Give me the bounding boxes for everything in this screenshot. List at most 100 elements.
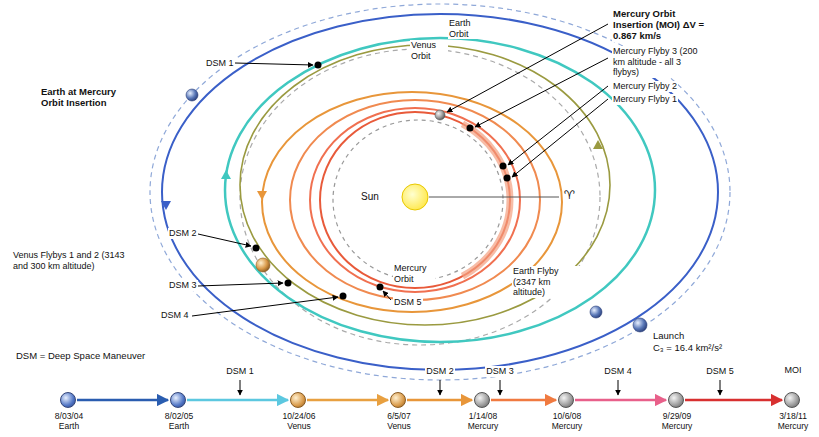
maneuver-label: DSM 5: [393, 297, 423, 308]
maneuver-dot: [467, 125, 474, 132]
leader-line: [383, 291, 391, 300]
orbit-path: [150, 4, 730, 380]
timeline-planet: 10/6/08Mercury: [558, 392, 574, 408]
leader-line: [720, 380, 721, 395]
orbit-label: Mercury Orbit: [393, 263, 435, 284]
date-label: 1/14/08: [468, 411, 498, 421]
sun: [402, 184, 428, 210]
planet-icon: [256, 258, 270, 272]
launch-energy-label: C₃ = 16.4 km²/s²: [652, 342, 723, 353]
maneuver-dot: [253, 62, 511, 300]
orbit-direction-arrow: [161, 140, 603, 210]
planet-name: Venus: [286, 421, 312, 431]
date-label: 3/18/11: [778, 411, 808, 421]
timeline-arrow: [187, 399, 288, 402]
date-label: 6/5/07: [386, 411, 412, 421]
maneuver-label: DSM 1: [205, 58, 235, 69]
planet-name: Mercury: [661, 421, 694, 431]
maneuver-dot: [500, 163, 507, 170]
orbit-path: [333, 120, 503, 280]
timeline-maneuver-label: DSM 1: [225, 366, 255, 377]
orbit-path: [290, 100, 540, 300]
timeline-arrow: [575, 399, 666, 402]
sun: [402, 184, 428, 210]
maneuver-dot: [285, 280, 292, 287]
date-label: 9/29/09: [662, 411, 692, 421]
leader-line: [192, 297, 338, 316]
orbit-direction-arrow: [593, 140, 603, 149]
orbit-label: Venus Orbit: [410, 40, 448, 61]
planet-name: Mercury: [551, 421, 584, 431]
orbit-direction-arrow: [257, 191, 267, 200]
orbit-path: [320, 112, 510, 288]
timeline-maneuver-label: DSM 3: [485, 366, 515, 377]
flyby-label: Mercury Flyby 3 (200 km altitude - all 3…: [612, 46, 699, 78]
maneuver-dot: [504, 175, 511, 182]
planet-icon: [633, 318, 647, 332]
leader-line: [508, 86, 608, 165]
timeline-planet: 8/03/04Earth: [60, 392, 76, 408]
planet-icon: [186, 89, 647, 332]
timeline-arrow: [407, 399, 472, 402]
orbit-path: [150, 4, 730, 380]
leader-line: [192, 24, 720, 395]
timeline-arrow: [685, 399, 782, 402]
sun-reference-line: [429, 197, 559, 198]
maneuver-label: DSM 4: [160, 310, 190, 321]
timeline-planet: 10/24/06Venus: [290, 392, 306, 408]
timeline-arrow: [307, 399, 388, 402]
leader-line: [440, 380, 441, 395]
orbit-path: [225, 38, 655, 342]
planet-name: Mercury: [777, 421, 810, 431]
maneuver-dot: [315, 62, 322, 69]
leader-line: [618, 380, 619, 395]
date-label: 10/6/08: [552, 411, 582, 421]
date-label: 8/03/04: [54, 411, 84, 421]
leader-line: [198, 283, 283, 286]
flyby-label: Venus Flybys 1 and 2 (3143 and 300 km al…: [12, 250, 126, 271]
date-label: 10/24/06: [281, 411, 316, 421]
timeline-planet: 6/5/07Venus: [390, 392, 406, 408]
orbit-direction-arrow: [221, 170, 231, 179]
planet-name: Earth: [58, 421, 80, 431]
maneuver-label: DSM 2: [168, 228, 198, 239]
maneuver-label: DSM 3: [168, 280, 198, 291]
timeline-planet: MOI3/18/11Mercury: [784, 392, 800, 408]
milestone-label: MOI: [784, 365, 803, 375]
leader-line: [198, 234, 251, 246]
planet-icon: [590, 306, 602, 318]
sun-reference-line: [429, 197, 559, 198]
timeline-maneuver-label: DSM 5: [705, 366, 735, 377]
planet-name: Mercury: [467, 421, 500, 431]
flyby-label: Mercury Flyby 1: [612, 94, 678, 105]
orbit-path: [240, 45, 610, 325]
flyby-label: Mercury Flyby 2: [612, 81, 678, 92]
leader-line: [475, 58, 608, 127]
orbit-path: [162, 14, 718, 370]
abbreviation-note: DSM = Deep Space Maneuver: [15, 350, 146, 361]
orbit-path: [310, 108, 520, 292]
timeline-arrow: [77, 399, 168, 402]
launch-label: Launch: [652, 330, 685, 341]
orbit-direction-arrow: [161, 201, 171, 210]
date-label: 8/02/05: [164, 411, 194, 421]
timeline-planet: 9/29/09Mercury: [668, 392, 684, 408]
timeline-arrow: [491, 399, 556, 402]
timeline-planet: 8/02/05Earth: [170, 392, 186, 408]
maneuver-dot: [253, 245, 260, 252]
sun-label: Sun: [360, 191, 380, 203]
timeline-maneuver-label: DSM 4: [603, 366, 633, 377]
vernal-equinox-symbol: ♈: [563, 188, 576, 202]
maneuver-dot: [340, 293, 347, 300]
leader-line: [500, 380, 501, 395]
maneuver-label: Mercury Orbit Insertion (MOI) ΔV = 0.867…: [612, 8, 706, 42]
leader-line: [512, 99, 608, 177]
leader-line: [240, 380, 241, 395]
maneuver-dot: [377, 284, 384, 291]
leader-line: [235, 63, 313, 65]
planet-icon: [435, 110, 445, 120]
planet-name: Venus: [386, 421, 412, 431]
planet-name: Earth: [168, 421, 190, 431]
orbit-label: Earth Orbit: [448, 18, 486, 39]
timeline-maneuver-label: DSM 2: [425, 366, 455, 377]
